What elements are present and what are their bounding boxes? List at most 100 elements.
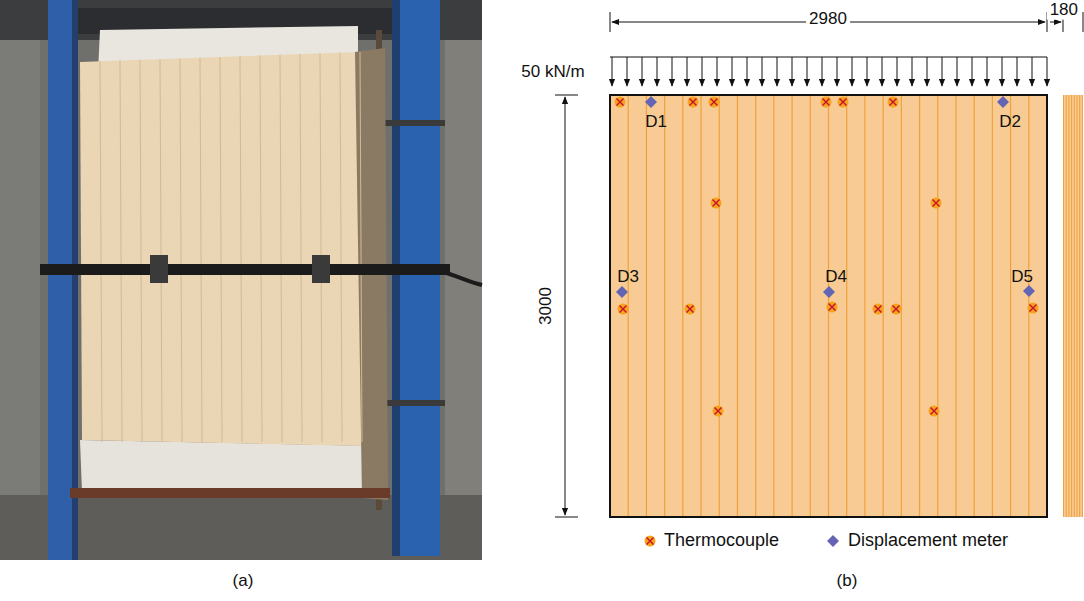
lamella-line	[646, 96, 647, 516]
thermocouple-marker	[715, 408, 722, 415]
distributed-load	[777, 57, 778, 86]
panel-seam	[100, 61, 102, 442]
thermocouple-marker	[615, 97, 1039, 417]
lamella-line	[628, 96, 629, 516]
section-layer-line	[1066, 95, 1067, 517]
section-layer-line	[1068, 95, 1069, 517]
displacement-meter-marker	[823, 286, 835, 298]
lamella-line	[700, 96, 701, 516]
restraint-bar	[40, 255, 482, 285]
distributed-load	[657, 57, 658, 86]
thermocouple-marker	[821, 97, 832, 108]
lamella-line	[791, 96, 792, 516]
panel-seam	[180, 58, 182, 442]
distributed-load	[627, 57, 628, 86]
distributed-load	[702, 57, 703, 86]
distributed-load	[612, 57, 613, 86]
thermocouple-marker	[615, 97, 626, 108]
thermocouple-marker	[929, 406, 940, 417]
dimension-line	[565, 97, 566, 515]
restraint-bar	[312, 255, 330, 283]
lamella-line	[919, 96, 920, 516]
thermocouple-marker	[688, 97, 699, 108]
clt-wall-photo	[80, 52, 364, 446]
distributed-load	[610, 57, 1047, 86]
dimension-line	[555, 517, 578, 518]
lamella-line	[883, 96, 884, 516]
photo-background	[0, 0, 482, 560]
distributed-load	[987, 57, 988, 86]
sensor-label: D5	[1011, 268, 1033, 287]
thermocouple-marker	[713, 200, 720, 207]
thermocouple-marker	[711, 198, 722, 209]
distributed-load	[717, 57, 718, 86]
thermocouple-marker	[620, 306, 627, 313]
thermocouple-marker	[1028, 303, 1039, 314]
thermocouple-marker	[823, 99, 830, 106]
clt-wall-outline	[610, 95, 1047, 517]
furnace-frame	[48, 0, 445, 560]
dimension-line	[555, 95, 578, 96]
section-layer-line	[1077, 95, 1078, 517]
distributed-load	[912, 57, 913, 86]
thermocouple-marker	[890, 99, 897, 106]
photo-background	[0, 40, 40, 495]
thermocouple-marker	[685, 304, 696, 315]
sensor-label: D3	[617, 268, 639, 287]
thermocouple-marker	[709, 97, 720, 108]
thermocouple-marker	[840, 99, 847, 106]
panel-seam	[220, 57, 222, 442]
displacement-meter-marker	[616, 96, 1035, 298]
panel-label: (a)	[233, 572, 254, 591]
furnace-frame	[400, 0, 440, 556]
sensor-label: D2	[999, 113, 1021, 132]
thermocouple-marker	[685, 304, 696, 315]
bottom-beam	[70, 488, 390, 498]
photo-background	[0, 0, 482, 560]
distributed-load	[687, 57, 688, 86]
lamella-line	[719, 96, 720, 516]
distributed-load	[897, 57, 898, 86]
sensor-label: D4	[825, 268, 847, 287]
section-layer-line	[1064, 95, 1083, 517]
lamella-line	[810, 96, 811, 516]
distributed-load	[927, 57, 928, 86]
thermocouple-marker	[827, 302, 838, 313]
lamella-line	[773, 96, 774, 516]
thermocouple-marker	[690, 99, 697, 106]
section-layer-line	[1071, 95, 1072, 517]
legend-text: Displacement meter	[848, 531, 1008, 551]
thermocouple-marker	[688, 97, 699, 108]
distributed-load	[747, 57, 748, 86]
thermocouple-marker	[891, 304, 902, 315]
panel-seam	[200, 58, 202, 442]
thermocouple-marker	[891, 304, 902, 315]
dimension-line	[1050, 22, 1061, 23]
panel-seam	[360, 52, 362, 442]
thermocouple-marker	[711, 99, 718, 106]
thermocouple-marker	[888, 97, 899, 108]
lamella-line	[628, 96, 1029, 516]
distributed-load	[882, 57, 883, 86]
thermocouple-marker	[617, 99, 624, 106]
lamella-line	[992, 96, 993, 516]
furnace-frame	[72, 0, 78, 560]
distributed-load	[1047, 57, 1048, 86]
dimension-label: 3000	[537, 284, 556, 328]
thermocouple-marker	[875, 306, 882, 313]
distributed-load	[972, 57, 973, 86]
thermocouple-marker	[929, 406, 940, 417]
lamella-line	[974, 96, 975, 516]
load-label: 50 kN/m	[521, 63, 584, 82]
dimension-line	[555, 12, 1083, 517]
panel-seam	[100, 52, 362, 442]
distributed-load	[1002, 57, 1003, 86]
panel-seam	[120, 61, 122, 442]
lamella-line	[846, 96, 847, 516]
restraint-bar	[40, 264, 450, 275]
restraint-bar	[410, 269, 482, 285]
distributed-load	[807, 57, 808, 86]
displacement-meter-marker	[616, 286, 628, 298]
distributed-load	[822, 57, 823, 86]
thermocouple-marker	[827, 302, 838, 313]
